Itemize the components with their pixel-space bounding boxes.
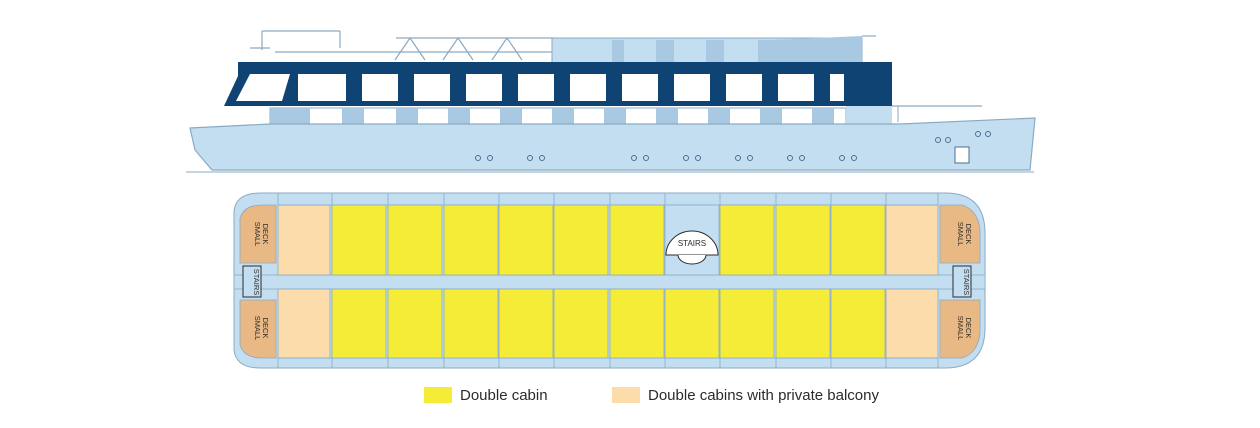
right-stairs-box — [952, 265, 972, 298]
double-cabin — [775, 288, 831, 359]
svg-text:SMALL: SMALL — [956, 222, 965, 247]
balcony-cabin — [277, 204, 331, 276]
balcony-cabin-swatch — [612, 387, 640, 403]
double-cabin — [387, 288, 443, 359]
double-cabin — [609, 204, 665, 276]
double-cabin — [331, 204, 387, 276]
svg-text:SMALL: SMALL — [956, 316, 965, 341]
balcony-cabin — [277, 288, 331, 359]
double-cabins-top — [331, 204, 886, 276]
sun-deck-rails — [250, 30, 555, 61]
central-stairs-landing — [677, 254, 707, 265]
balcony-cabin-legend-label: Double cabins with private balcony — [648, 386, 879, 404]
right-stairs-label: STAIRS — [962, 269, 971, 296]
central-stairs-label: STAIRS — [678, 239, 706, 248]
svg-text:DECK: DECK — [261, 224, 270, 245]
svg-text:SMALL: SMALL — [253, 222, 262, 247]
double-cabin — [553, 204, 609, 276]
wheelhouse-canopy — [770, 36, 862, 62]
double-cabin — [609, 288, 665, 359]
double-cabin — [830, 288, 886, 359]
double-cabin — [775, 204, 831, 276]
double-cabin — [719, 204, 775, 276]
svg-text:DECK: DECK — [964, 318, 973, 339]
small-deck-right-bottom — [939, 299, 981, 359]
balcony-cabin — [885, 288, 939, 359]
double-cabin — [719, 288, 775, 359]
svg-text:DECK: DECK — [261, 318, 270, 339]
small-deck-label-left-top: SMALL DECK — [253, 222, 270, 247]
central-stairs-shape — [665, 230, 719, 256]
double-cabin — [553, 288, 609, 359]
small-deck-label-left-bottom: SMALL DECK — [253, 316, 270, 341]
legend-item-balcony-cabin: Double cabins with private balcony — [612, 385, 879, 405]
double-cabin — [387, 204, 443, 276]
hull-frame-ticks — [277, 193, 939, 368]
double-cabin — [498, 204, 554, 276]
legend-item-double-cabin: Double cabin — [424, 385, 548, 405]
double-cabins-bottom — [331, 288, 886, 359]
central-corridor — [233, 274, 986, 290]
small-deck-label-right-bottom: SMALL DECK — [956, 316, 973, 341]
upper-deck-windows — [236, 74, 844, 101]
double-cabin — [331, 288, 387, 359]
svg-text:SMALL: SMALL — [253, 316, 262, 341]
small-deck-label-right-top: SMALL DECK — [956, 222, 973, 247]
small-deck-left-bottom — [239, 299, 277, 359]
small-deck-left-top — [239, 204, 277, 264]
double-cabin — [443, 288, 499, 359]
portholes — [475, 131, 991, 161]
balcony-cabin — [885, 204, 939, 276]
deck-plan: STAIRS STAIRS STAIRS SMALL DECK SMALL DE… — [233, 192, 986, 369]
left-stairs-box — [242, 265, 262, 298]
svg-text:DECK: DECK — [964, 224, 973, 245]
double-cabin — [664, 288, 720, 359]
hull — [189, 117, 1036, 171]
double-cabin-legend-label: Double cabin — [460, 386, 548, 404]
double-cabin — [498, 288, 554, 359]
double-cabin — [443, 204, 499, 276]
double-cabin — [830, 204, 886, 276]
left-stairs-label: STAIRS — [252, 269, 261, 296]
small-deck-right-top — [939, 204, 981, 264]
ship-side-view — [186, 30, 1036, 173]
double-cabin-swatch — [424, 387, 452, 403]
anchor-pocket — [954, 146, 970, 164]
